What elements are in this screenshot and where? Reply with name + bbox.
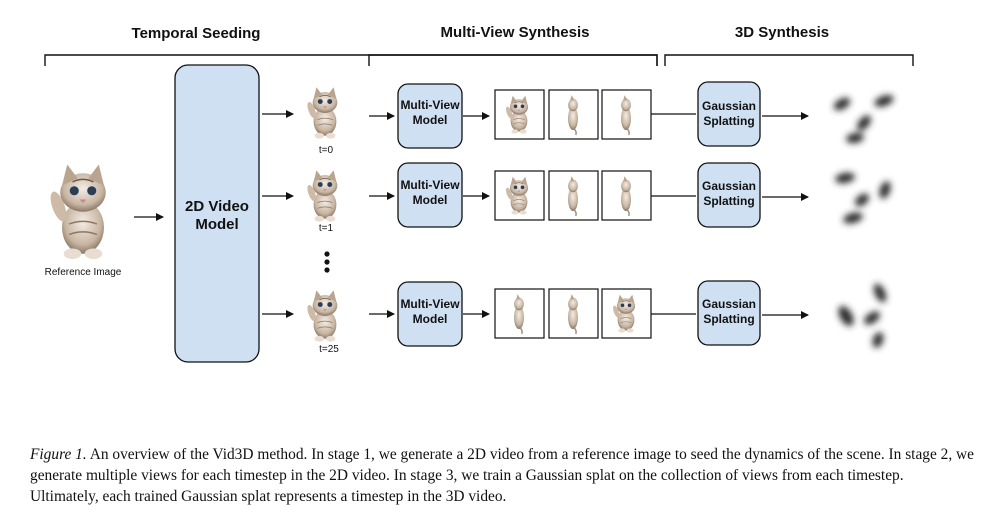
gaussian-splat-render (833, 95, 894, 144)
bracket-multi-view-synthesis (368, 54, 658, 66)
timestep-label: t=25 (319, 344, 339, 355)
row-t25: t=25 Multi-View Model Gaussian Splatting (262, 280, 887, 355)
video-model-label-line2: Model (195, 216, 238, 233)
multiview-model-label-line1: Multi-View (400, 178, 460, 192)
caption-text: An overview of the Vid3D method. In stag… (30, 446, 975, 505)
multiview-model-label-line2: Model (413, 312, 448, 326)
gaussian-splatting-label-line2: Splatting (703, 114, 754, 128)
vid3d-overview-diagram: Temporal Seeding Multi-View Synthesis 3D… (44, 24, 914, 363)
row-t0: t=0 Multi-View Model Gaussian Splatting (262, 81, 894, 156)
gaussian-splatting-box (697, 280, 761, 346)
gaussian-splatting-label-line2: Splatting (703, 312, 754, 326)
timestep-label: t=1 (319, 223, 334, 234)
gaussian-splatting-label-line2: Splatting (703, 194, 754, 208)
reference-image-label: Reference Image (45, 267, 122, 278)
stage-title-multi-view-synthesis: Multi-View Synthesis (441, 24, 590, 41)
multiview-model-box (397, 83, 463, 149)
multiview-model-label-line1: Multi-View (400, 98, 460, 112)
multiview-model-label-line2: Model (413, 193, 448, 207)
multiview-model-box (397, 162, 463, 228)
gaussian-splat-render (838, 283, 887, 348)
video-frame-thumbnail (305, 86, 338, 140)
vertical-ellipsis-icon (324, 251, 330, 273)
video-frame-thumbnail (305, 289, 338, 343)
video-frame-thumbnail (305, 169, 338, 223)
video-model-box (174, 64, 260, 363)
figure-caption: Figure 1. An overview of the Vid3D metho… (30, 444, 975, 507)
view-frame-3 (601, 170, 652, 221)
bracket-3d-synthesis (664, 54, 914, 66)
multiview-model-box (397, 281, 463, 347)
stage-title-3d-synthesis: 3D Synthesis (735, 24, 829, 41)
reference-image (46, 163, 107, 260)
gaussian-splatting-label-line1: Gaussian (702, 297, 756, 311)
multiview-model-label-line2: Model (413, 113, 448, 127)
gaussian-splatting-box (697, 81, 761, 147)
multiview-model-label-line1: Multi-View (400, 297, 460, 311)
bracket-temporal-seeding (44, 54, 658, 66)
video-model-label-line1: 2D Video (185, 198, 249, 215)
gaussian-splat-render (835, 172, 891, 224)
stage-title-temporal-seeding: Temporal Seeding (132, 25, 261, 42)
timestep-label: t=0 (319, 145, 334, 156)
gaussian-splatting-label-line1: Gaussian (702, 179, 756, 193)
gaussian-splatting-box (697, 162, 761, 228)
figure-label: Figure 1. (30, 446, 87, 463)
row-t1: t=1 Multi-View Model Gaussian Splatting (262, 162, 891, 234)
gaussian-splatting-label-line1: Gaussian (702, 99, 756, 113)
